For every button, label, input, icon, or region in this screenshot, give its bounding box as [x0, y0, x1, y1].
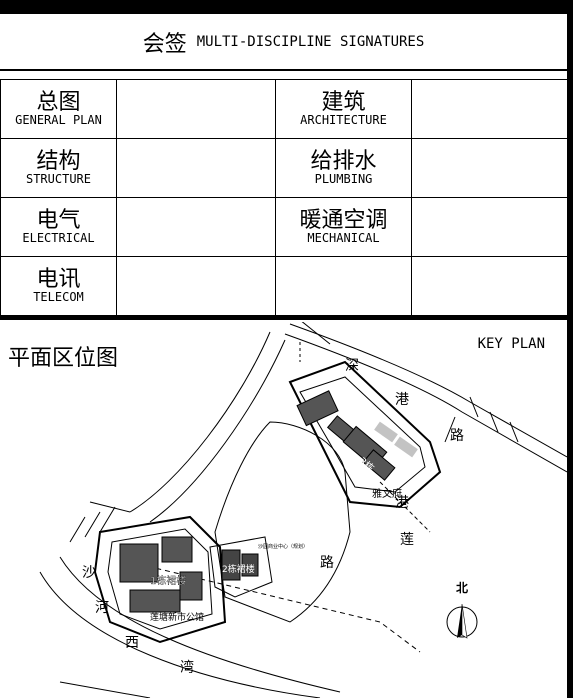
- signature-cell-telecom[interactable]: [116, 256, 276, 316]
- building-1-label: 1栋裙楼: [150, 574, 186, 587]
- signature-cell-electrical[interactable]: [116, 197, 276, 257]
- road-char: 西: [125, 635, 139, 651]
- signature-cell-plumbing[interactable]: [411, 138, 568, 198]
- road-char: 港: [395, 392, 409, 408]
- road-char: 路: [320, 555, 334, 571]
- header-title-cn: 会签: [142, 31, 187, 57]
- north-label: 北: [456, 580, 468, 595]
- header-title-en: MULTI-DISCIPLINE SIGNATURES: [196, 33, 425, 50]
- road-char: 路: [450, 428, 464, 444]
- signature-cell-mechanical[interactable]: [411, 197, 568, 257]
- frame-right-border: [567, 0, 573, 698]
- building-2-label: 2栋裙楼: [222, 563, 255, 575]
- key-plan-map: 1栋裙楼 2栋裙楼 3栋 莲塘新市公馆 沙园商业中心（规划） 雅文府 深 港 路…: [39, 322, 567, 698]
- road-char: 河: [95, 600, 109, 616]
- plaza-label: 莲塘新市公馆: [150, 611, 204, 623]
- signature-cell-structure[interactable]: [116, 138, 276, 198]
- hall-label: 雅文府: [372, 487, 402, 500]
- road-char: 沙: [82, 565, 96, 581]
- road-char: 港: [395, 495, 409, 511]
- section-divider: [0, 315, 567, 320]
- mall-label: 沙园商业中心（规划）: [258, 543, 308, 550]
- road-char: 深: [345, 358, 359, 374]
- signature-cell-architecture[interactable]: [411, 79, 568, 139]
- road-char: 湾: [180, 659, 194, 676]
- signature-header: 会签 MULTI-DISCIPLINE SIGNATURES: [0, 14, 567, 71]
- key-plan-title-en: KEY PLAN: [477, 336, 545, 352]
- frame-top-border: [0, 0, 573, 14]
- empty-signature-cell: [411, 256, 568, 316]
- empty-label-cell: [275, 256, 412, 316]
- road-char: 莲: [400, 532, 414, 548]
- north-arrow-icon: 北: [446, 580, 478, 639]
- signature-cell-general-plan[interactable]: [116, 79, 276, 139]
- key-plan-title-cn: 平面区位图: [8, 346, 119, 371]
